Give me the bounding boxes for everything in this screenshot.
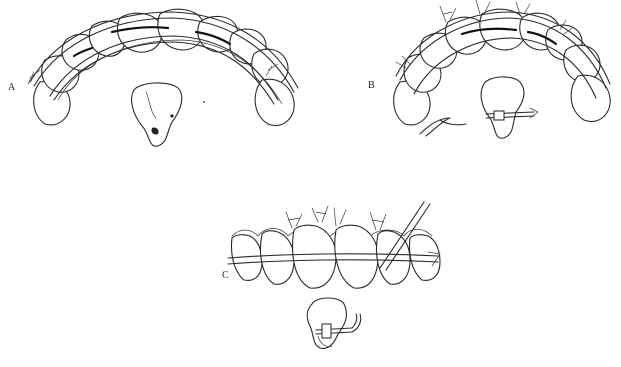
panel-a-arch-drawing: [28, 9, 298, 146]
panel-b-label: B: [368, 80, 375, 91]
panel-b-arch-drawing: [394, 0, 611, 138]
panel-a-label: A: [8, 82, 15, 93]
panel-c-label: C: [222, 270, 229, 281]
panel-c-labial-drawing: [228, 202, 440, 348]
